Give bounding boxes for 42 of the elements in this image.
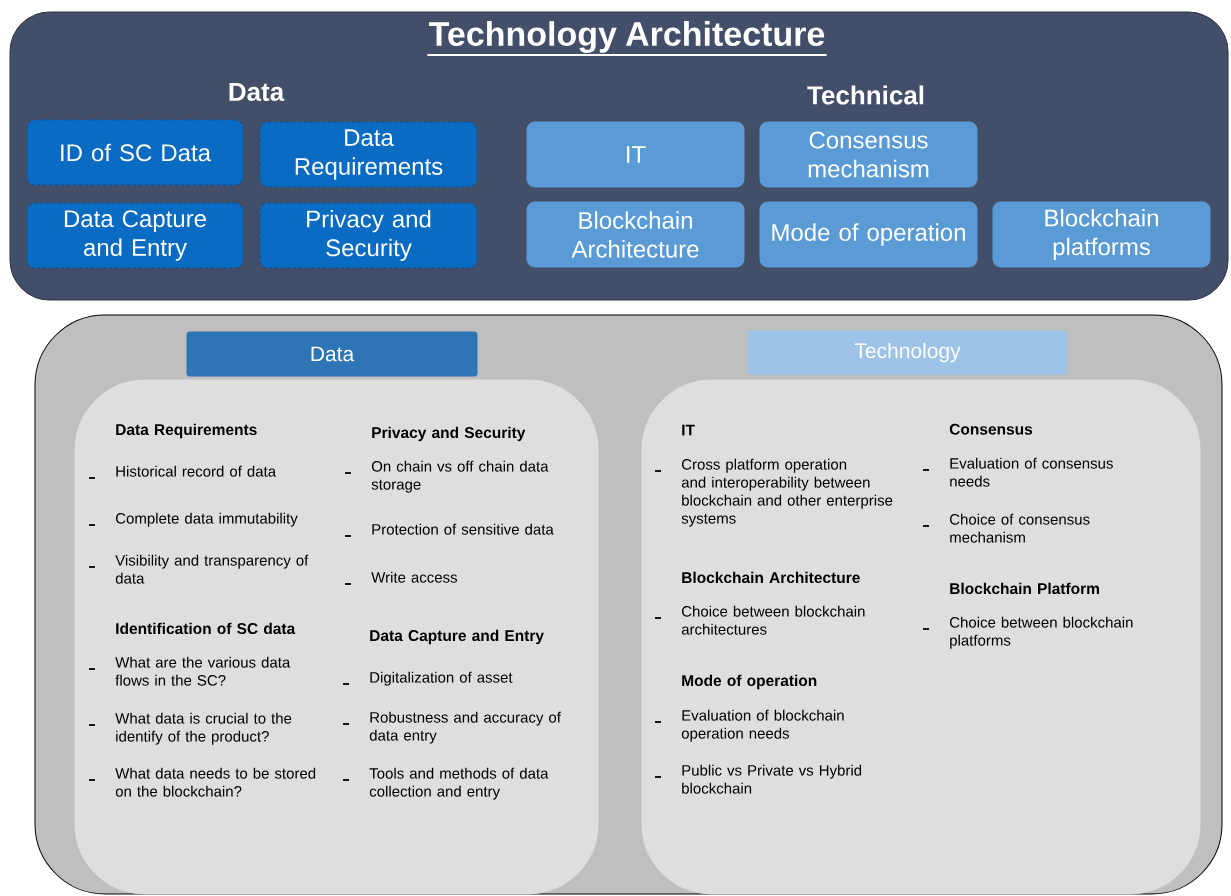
section-heading: Blockchain Platform	[950, 582, 1099, 595]
category-box: Privacy and Security	[259, 202, 478, 269]
list-item: Choice of consensus mechanism	[950, 513, 1090, 543]
tab-header: Data	[186, 331, 478, 377]
section-heading: Blockchain Architecture	[682, 571, 860, 584]
list-item: Evaluation of blockchain operation needs	[681, 709, 844, 742]
section-heading: Mode of operation	[682, 674, 817, 690]
list-item: Complete data immutability	[116, 512, 298, 527]
list-item: Choice between blockchain architectures	[681, 605, 865, 635]
title-heading: Technology Architecture	[426, 21, 828, 57]
section-heading: Consensus	[949, 423, 1033, 435]
category-box: ID of SC Data	[26, 119, 244, 186]
category-box: IT	[526, 121, 745, 188]
list-item: Write access	[371, 571, 458, 583]
category-box: Data Capture and Entry	[26, 202, 244, 269]
group-heading: Data	[229, 82, 285, 102]
list-item: Public vs Private vs Hybrid blockchain	[682, 764, 862, 794]
section-heading: IT	[682, 424, 695, 436]
category-box: Blockchain Architecture	[526, 201, 745, 268]
list-item: Digitalization of asset	[370, 671, 513, 686]
section-heading: Data Capture and Entry	[370, 629, 544, 645]
list-item: Cross platform operation and interoperability between blockchain and other enterprise systems	[681, 458, 893, 527]
group-heading: Technical	[807, 85, 924, 105]
category-box: Mode of operation	[759, 201, 978, 268]
list-item: Historical record of data	[116, 465, 277, 477]
list-item: Robustness and accuracy of data entry	[369, 711, 561, 744]
category-box: Blockchain platforms	[992, 201, 1211, 268]
list-item: Visibility and transparency of data	[115, 554, 309, 584]
category-box: Data Requirements	[259, 121, 478, 188]
list-item: On chain vs off chain data storage	[371, 460, 549, 493]
list-item: Protection of sensitive data	[372, 523, 554, 535]
category-box: Consensus mechanism	[759, 121, 978, 188]
list-item: Evaluation of consensus needs	[950, 457, 1113, 487]
list-item: Tools and methods of data collection and entry	[369, 767, 549, 800]
section-heading: Identification of SC data	[116, 622, 296, 635]
list-item: What are the various data flows in the SC?	[115, 656, 291, 686]
tab-header: Technology	[747, 330, 1068, 375]
list-item: Choice between blockchain platforms	[950, 616, 1133, 649]
list-item: What data needs to be stored on the blockchain?	[115, 767, 316, 797]
section-heading: Privacy and Security	[372, 426, 526, 442]
list-item: What data is crucial to the identify of the product?	[115, 712, 292, 745]
section-heading: Data Requirements	[116, 423, 257, 439]
